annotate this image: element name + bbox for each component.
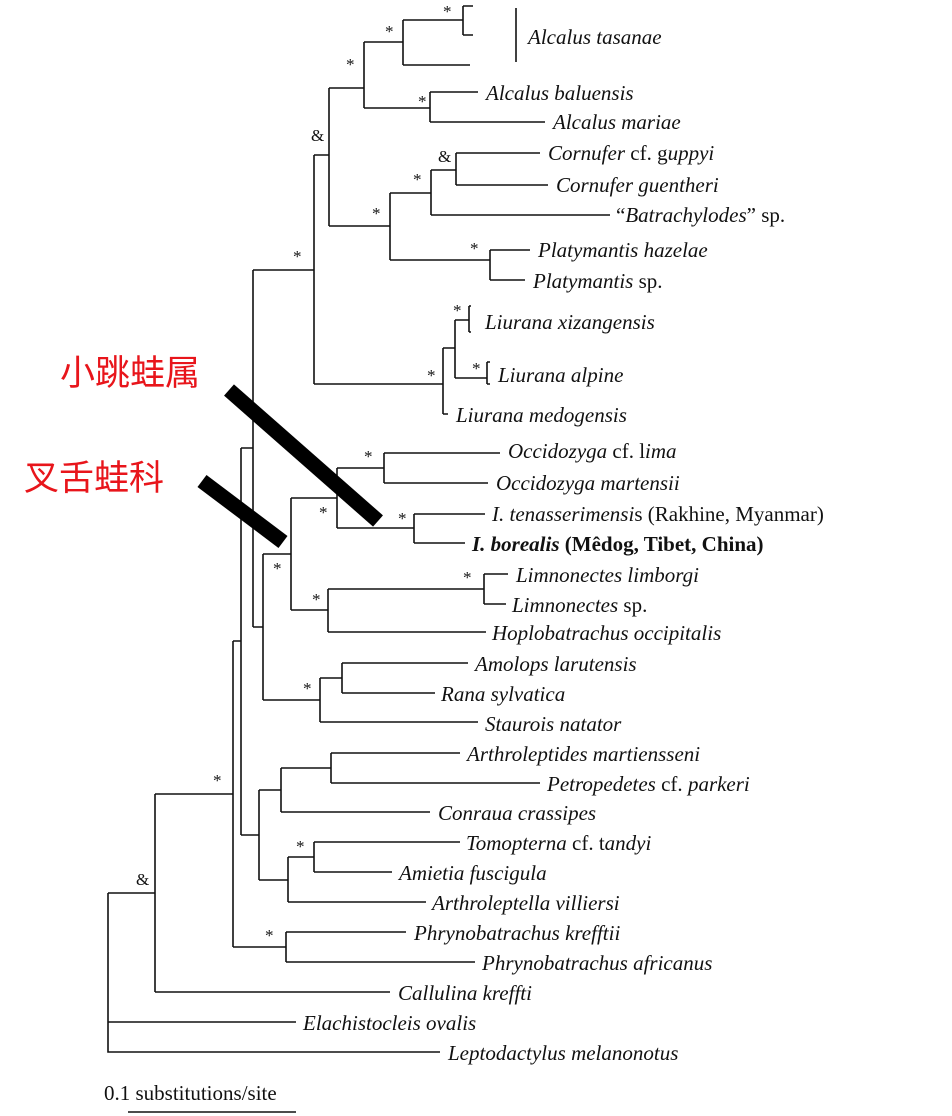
taxon-label: Alcalus tasanae (526, 25, 662, 49)
taxon-label: Platymantis hazelae (537, 238, 708, 262)
support-star: * (413, 170, 422, 189)
taxon-label: “Batrachylodes” sp. (616, 203, 785, 227)
taxon-label: Rana sylvatica (440, 682, 565, 706)
support-star: * (472, 359, 481, 378)
taxon-label: Conraua crassipes (438, 801, 596, 825)
genus-annotation-label: 小跳蛙属 (60, 354, 200, 394)
branch-leptodactylus (107, 1022, 440, 1053)
support-star: * (303, 679, 312, 698)
taxon-label: Leptodactylus melanonotus (447, 1041, 678, 1065)
support-amp: & (136, 870, 149, 889)
support-star: * (213, 771, 222, 790)
clade-annotations: 小跳蛙属 叉舌蛙科 (24, 354, 383, 548)
branch-alcalus (363, 41, 430, 109)
support-star: * (470, 239, 479, 258)
taxon-label: I. tenasserimensis (Rakhine, Myanmar) (491, 502, 824, 526)
taxon-label: Callulina kreffti (398, 981, 532, 1005)
taxon-label: Petropedetes cf. parkeri (546, 772, 750, 796)
branch-liurana (442, 347, 455, 415)
family-pointer-bar (197, 475, 288, 548)
support-amp: & (311, 126, 324, 145)
branch-cornuferinae (328, 87, 390, 227)
support-star: * (312, 590, 321, 609)
support-star: * (265, 926, 274, 945)
support-star: * (443, 2, 452, 21)
branch-conrauidae (280, 767, 430, 813)
tree-branches (107, 5, 610, 1053)
taxon-label: Liurana xizangensis (484, 310, 655, 334)
support-star: * (418, 92, 427, 111)
support-star: * (364, 447, 373, 466)
taxon-labels: Alcalus tasanae Alcalus baluensis Alcalu… (302, 25, 824, 1065)
taxon-label: Phrynobatrachus krefftii (413, 921, 620, 945)
branch-cornufer (455, 152, 548, 186)
taxon-label: Cornufer cf. guppyi (548, 141, 714, 165)
support-star: * (346, 55, 355, 74)
branch-occidozyga (383, 452, 500, 484)
taxon-label: Liurana medogensis (455, 403, 627, 427)
branch-liurana-xa (454, 319, 487, 379)
support-star: * (372, 204, 381, 223)
taxon-label: Limnonectes sp. (511, 593, 647, 617)
taxon-label: Phrynobatrachus africanus (481, 951, 712, 975)
genus-pointer-bar (224, 384, 383, 527)
branch-ceratobatrachidae (313, 154, 443, 385)
support-amp: & (438, 147, 451, 166)
taxon-label: Liurana alpine (497, 363, 623, 387)
taxon-label: Staurois natator (485, 712, 622, 736)
branch-liurana-x (468, 305, 471, 333)
branch-dicroglossinae (327, 588, 486, 633)
support-star: * (427, 366, 436, 385)
taxon-label: Arthroleptella villiersi (430, 891, 620, 915)
taxon-label: Cornufer guentheri (556, 173, 719, 197)
taxon-label: Tomopterna cf. tandyi (466, 831, 651, 855)
family-annotation-label: 叉舌蛙科 (24, 459, 164, 499)
taxon-label: Amolops larutensis (473, 652, 637, 676)
taxon-label: Arthroleptides martiensseni (465, 742, 700, 766)
support-star: * (296, 837, 305, 856)
node-support-marks: * * * * & & * * * * * * * * * * * * * * … (136, 2, 481, 945)
taxon-label: Amietia fuscigula (397, 861, 547, 885)
taxon-label: Platymantis sp. (532, 269, 663, 293)
branch-limnonectes (483, 573, 508, 605)
scale-bar: 0.1 substitutions/site (104, 1081, 296, 1113)
branch-liurana-a (486, 361, 490, 385)
branch-alcalus-bm (429, 91, 545, 123)
support-star: * (319, 503, 328, 522)
scale-bar-label: 0.1 substitutions/site (104, 1081, 277, 1105)
branch-elachistocleis (107, 892, 296, 1023)
taxon-label: Occidozyga cf. lima (508, 439, 677, 463)
taxon-label: Occidozyga martensii (496, 471, 680, 495)
branch-african (258, 789, 288, 881)
support-star: * (293, 247, 302, 266)
support-star: * (385, 22, 394, 41)
support-star: * (398, 509, 407, 528)
support-star: * (453, 301, 462, 320)
branch-platymantis (489, 249, 530, 281)
branch-tasanae-tips (462, 5, 473, 36)
taxon-label: Limnonectes limborgi (515, 563, 699, 587)
taxon-label: I. borealis (Mêdog, Tibet, China) (471, 532, 764, 556)
taxon-label: Alcalus baluensis (484, 81, 634, 105)
taxon-label: Hoplobatrachus occipitalis (491, 621, 721, 645)
taxon-label: Alcalus mariae (551, 110, 681, 134)
branch-tasanae-node (402, 19, 470, 66)
taxon-label: Elachistocleis ovalis (302, 1011, 476, 1035)
support-star: * (463, 568, 472, 587)
support-star: * (273, 559, 282, 578)
